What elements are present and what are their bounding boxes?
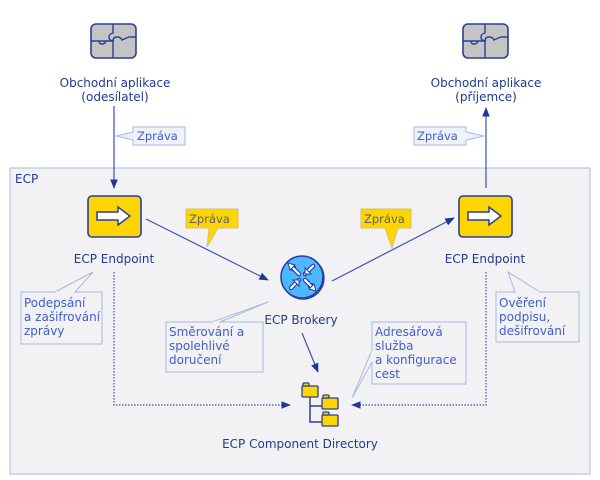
puzzle-icon — [90, 23, 137, 59]
note-box — [165, 301, 269, 373]
message-callout-label: Zpráva — [417, 129, 458, 143]
message-callout-label: Zpráva — [137, 129, 178, 143]
flow-broker-to-endpoint — [331, 217, 455, 282]
note-box — [495, 270, 580, 343]
sender-app-name: Obchodní aplikace — [59, 76, 171, 90]
message-callout — [360, 208, 412, 250]
brokers-label: ECP Brokery — [264, 313, 338, 327]
sender-app-label: Obchodní aplikace (odesílatel) — [40, 76, 190, 104]
message-callout — [413, 126, 485, 146]
flow-broker-to-directory — [301, 332, 319, 373]
message-callout — [115, 126, 186, 146]
receiver-app-role: (příjemce) — [455, 90, 517, 104]
note-box — [20, 271, 103, 345]
puzzle-icon — [462, 23, 509, 59]
message-callout-label: Zpráva — [189, 212, 230, 226]
message-callout — [185, 208, 239, 248]
link-endpoint-left-to-directory — [113, 272, 291, 409]
receiver-app-label: Obchodní aplikace (příjemce) — [411, 76, 561, 104]
note-endpoint-right: Ověření podpisu, dešifrování — [499, 296, 566, 338]
note-endpoint-left: Podepsání a zašifrování zprávy — [24, 296, 101, 338]
sender-app-role: (odesílatel) — [81, 90, 149, 104]
arrow-right-icon — [87, 195, 142, 238]
note-directory: Adresářová služba a konfigurace cest — [375, 325, 457, 381]
router-icon — [280, 255, 325, 300]
folder-tree-icon — [301, 382, 339, 427]
arrow-right-icon — [458, 195, 513, 238]
endpoint-right-label: ECP Endpoint — [444, 252, 526, 266]
directory-label: ECP Component Directory — [222, 437, 378, 451]
flow-endpoint-to-broker — [145, 218, 269, 281]
message-callout-label: Zpráva — [364, 212, 405, 226]
receiver-app-name: Obchodní aplikace — [430, 76, 542, 90]
container-label: ECP — [15, 172, 39, 186]
endpoint-left-label: ECP Endpoint — [73, 252, 155, 266]
note-box — [351, 321, 467, 399]
link-endpoint-right-to-directory — [351, 272, 487, 409]
note-brokers: Směrování a spolehlivé doručení — [169, 325, 245, 367]
